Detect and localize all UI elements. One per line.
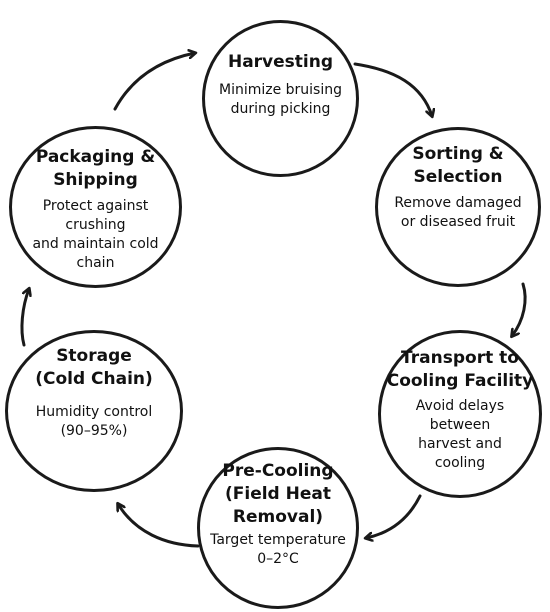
stage-title: Transport to Cooling Facility bbox=[386, 348, 534, 391]
stage-description: Remove damaged or diseased fruit bbox=[394, 195, 522, 230]
stage-title: Packaging & Shipping bbox=[35, 147, 156, 190]
stage-transport: Transport to Cooling Facility Avoid dela… bbox=[378, 330, 542, 498]
arrow-precooling-to-storage bbox=[118, 504, 200, 548]
stage-description: Protect against crushing and maintain co… bbox=[32, 198, 159, 271]
stage-harvesting: Harvesting Minimize bruising during pick… bbox=[202, 20, 359, 177]
arrow-sorting-to-transport bbox=[512, 282, 527, 336]
stage-pre-cooling: Pre-Cooling (Field Heat Removal) Target … bbox=[197, 447, 359, 609]
arrow-harvesting-to-sorting bbox=[353, 62, 432, 116]
arrow-storage-to-packaging bbox=[20, 289, 29, 347]
arrow-packaging-to-harvesting bbox=[113, 53, 195, 111]
stage-title: Harvesting bbox=[227, 52, 334, 72]
stage-description: Humidity control (90–95%) bbox=[35, 404, 153, 439]
stage-title: Storage (Cold Chain) bbox=[35, 346, 153, 389]
stage-storage: Storage (Cold Chain) Humidity control (9… bbox=[5, 330, 183, 492]
stage-packaging-shipping: Packaging & Shipping Protect against cru… bbox=[9, 126, 182, 288]
stage-description: Avoid delays between harvest and cooling bbox=[415, 398, 505, 471]
stage-title: Sorting & Selection bbox=[412, 144, 504, 187]
stage-description: Target temperature 0–2°C bbox=[210, 532, 346, 567]
stage-title: Pre-Cooling (Field Heat Removal) bbox=[222, 461, 334, 527]
stage-sorting-selection: Sorting & Selection Remove damaged or di… bbox=[375, 127, 541, 287]
arrow-transport-to-precooling bbox=[366, 494, 422, 538]
stage-description: Minimize bruising during picking bbox=[218, 82, 343, 117]
